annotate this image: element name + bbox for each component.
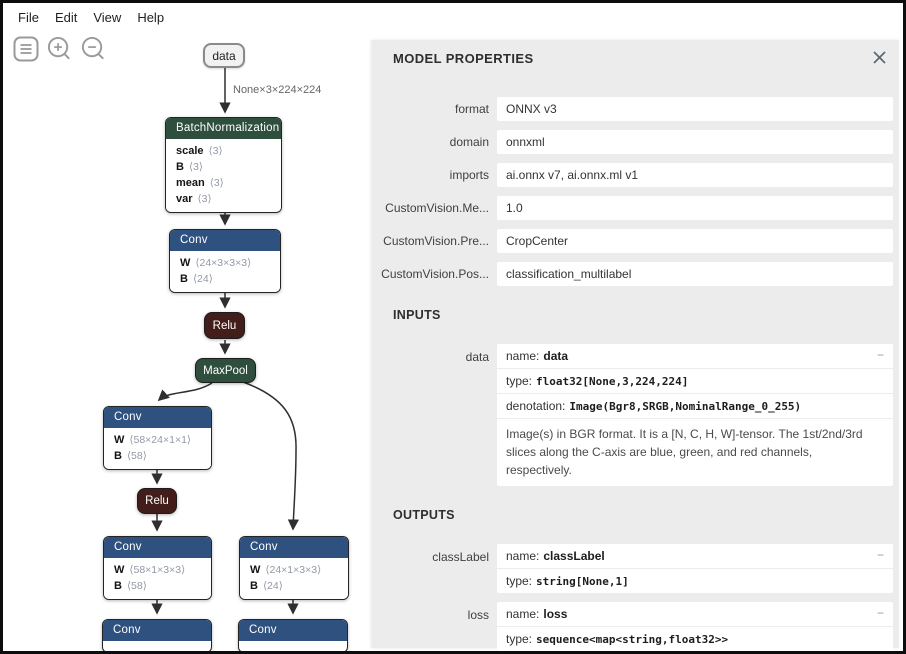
graph-toolbar bbox=[12, 35, 107, 62]
menu-edit[interactable]: Edit bbox=[54, 9, 78, 25]
model-properties-panel: MODEL PROPERTIES format ONNX v3 domain o… bbox=[372, 40, 899, 651]
io-name-row[interactable]: name:loss − bbox=[497, 602, 893, 626]
node-conv-1[interactable]: Conv W⟨24×3×3×3⟩ B⟨24⟩ bbox=[169, 229, 281, 293]
zoom-out-icon[interactable] bbox=[80, 35, 107, 62]
io-item-label: loss bbox=[467, 608, 489, 622]
node-param: B⟨58⟩ bbox=[114, 450, 147, 462]
io-description-row: Image(s) in BGR format. It is a [N, C, H… bbox=[497, 419, 893, 486]
node-conv-2[interactable]: Conv W⟨58×24×1×1⟩ B⟨58⟩ bbox=[103, 406, 212, 470]
panel-header: MODEL PROPERTIES bbox=[372, 40, 899, 70]
node-param: B⟨24⟩ bbox=[250, 580, 283, 592]
property-row-format: format ONNX v3 bbox=[372, 97, 893, 121]
menu-file[interactable]: File bbox=[18, 9, 39, 25]
property-value: ONNX v3 bbox=[497, 97, 893, 121]
property-row-customvision-postprocess: CustomVision.Pos... classification_multi… bbox=[372, 262, 893, 286]
property-value: CropCenter bbox=[497, 229, 893, 253]
close-icon[interactable] bbox=[872, 50, 887, 70]
zoom-in-icon[interactable] bbox=[46, 35, 73, 62]
node-maxpool[interactable]: MaxPool bbox=[195, 358, 256, 383]
node-param: scale⟨3⟩ bbox=[176, 145, 223, 157]
property-label: format bbox=[454, 102, 489, 116]
node-header: Conv bbox=[104, 407, 211, 428]
panel-title: MODEL PROPERTIES bbox=[393, 51, 534, 66]
property-value: onnxml bbox=[497, 130, 893, 154]
property-label: domain bbox=[449, 135, 489, 149]
collapse-toggle[interactable]: − bbox=[876, 548, 884, 562]
property-label: CustomVision.Me... bbox=[385, 201, 489, 215]
node-header: Conv bbox=[104, 537, 211, 558]
node-header: Conv bbox=[239, 620, 347, 641]
node-param: W⟨24×1×3×3⟩ bbox=[250, 564, 322, 576]
node-header: Conv bbox=[103, 620, 211, 641]
node-relu-2[interactable]: Relu bbox=[137, 488, 177, 514]
input-item-data: data name:data − type:float32[None,3,224… bbox=[372, 344, 893, 486]
collapse-toggle[interactable]: − bbox=[876, 606, 884, 620]
outputs-section-title: OUTPUTS bbox=[393, 508, 455, 522]
io-denotation-row: denotation:Image(Bgr8,SRGB,NominalRange_… bbox=[497, 394, 893, 418]
property-value: ai.onnx v7, ai.onnx.ml v1 bbox=[497, 163, 893, 187]
output-item-loss: loss name:loss − type:sequence<map<strin… bbox=[372, 602, 893, 651]
property-label: CustomVision.Pos... bbox=[381, 267, 489, 281]
node-conv-4[interactable]: Conv W⟨24×1×3×3⟩ B⟨24⟩ bbox=[239, 536, 349, 600]
io-name-row[interactable]: name:classLabel − bbox=[497, 544, 893, 568]
node-conv-3[interactable]: Conv W⟨58×1×3×3⟩ B⟨58⟩ bbox=[103, 536, 212, 600]
node-param: var⟨3⟩ bbox=[176, 193, 212, 205]
io-name-row[interactable]: name:data − bbox=[497, 344, 893, 368]
node-param: B⟨24⟩ bbox=[180, 273, 213, 285]
inputs-section-title: INPUTS bbox=[393, 308, 441, 322]
node-relu-1[interactable]: Relu bbox=[204, 312, 245, 339]
node-param: W⟨58×1×3×3⟩ bbox=[114, 564, 186, 576]
property-row-customvision-metadata: CustomVision.Me... 1.0 bbox=[372, 196, 893, 220]
io-type-row: type:sequence<map<string,float32>> bbox=[497, 627, 893, 651]
property-row-customvision-preprocess: CustomVision.Pre... CropCenter bbox=[372, 229, 893, 253]
io-item-label: data bbox=[465, 350, 489, 364]
node-batchnormalization[interactable]: BatchNormalization scale⟨3⟩ B⟨3⟩ mean⟨3⟩… bbox=[165, 117, 282, 213]
collapse-toggle[interactable]: − bbox=[876, 348, 884, 362]
menu-view[interactable]: View bbox=[93, 9, 122, 25]
property-row-imports: imports ai.onnx v7, ai.onnx.ml v1 bbox=[372, 163, 893, 187]
node-param: mean⟨3⟩ bbox=[176, 177, 224, 189]
output-item-classlabel: classLabel name:classLabel − type:string… bbox=[372, 544, 893, 593]
property-value: 1.0 bbox=[497, 196, 893, 220]
node-param: W⟨24×3×3×3⟩ bbox=[180, 257, 252, 269]
property-row-domain: domain onnxml bbox=[372, 130, 893, 154]
menu-icon[interactable] bbox=[12, 35, 39, 62]
edge-shape-label: None×3×224×224 bbox=[233, 84, 322, 96]
node-conv-5[interactable]: Conv bbox=[102, 619, 212, 653]
node-header: BatchNormalization bbox=[166, 118, 281, 139]
property-label: imports bbox=[449, 168, 489, 182]
io-type-row: type:string[None,1] bbox=[497, 569, 893, 593]
node-header: Conv bbox=[170, 230, 280, 251]
node-param: W⟨58×24×1×1⟩ bbox=[114, 434, 192, 446]
node-header: Conv bbox=[240, 537, 348, 558]
property-value: classification_multilabel bbox=[497, 262, 893, 286]
node-param: B⟨3⟩ bbox=[176, 161, 203, 173]
property-label: CustomVision.Pre... bbox=[383, 234, 489, 248]
node-param: B⟨58⟩ bbox=[114, 580, 147, 592]
node-data[interactable]: data bbox=[203, 43, 245, 68]
menu-help[interactable]: Help bbox=[137, 9, 165, 25]
node-conv-6[interactable]: Conv bbox=[238, 619, 348, 653]
io-type-row: type:float32[None,3,224,224] bbox=[497, 369, 893, 393]
io-item-label: classLabel bbox=[432, 550, 489, 564]
node-data-label: data bbox=[212, 48, 236, 63]
menu-bar: File Edit View Help bbox=[3, 3, 903, 31]
